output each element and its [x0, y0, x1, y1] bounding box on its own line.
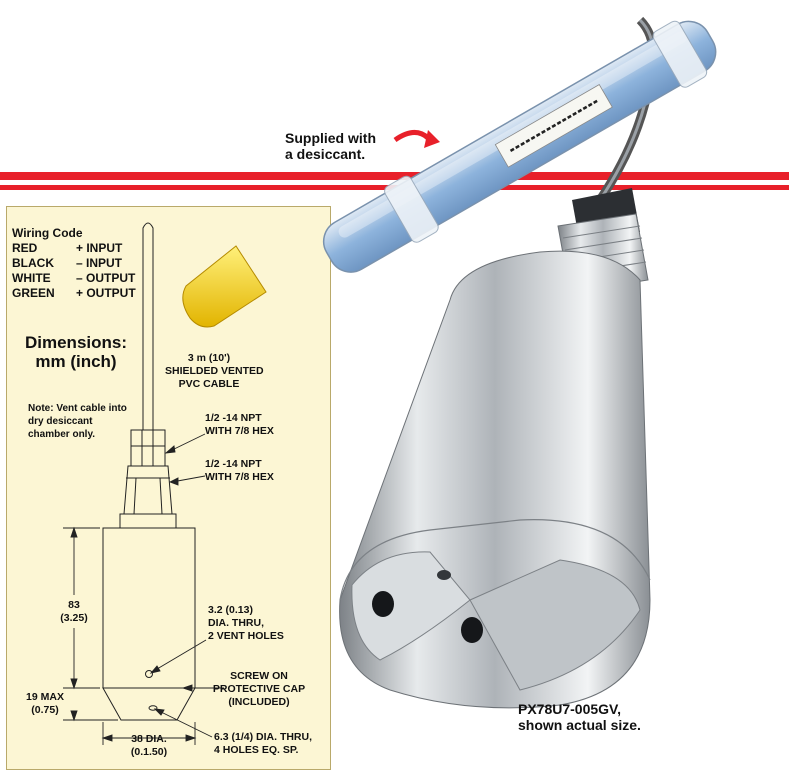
- sensor-outline: [102, 222, 196, 721]
- cap-label: SCREW ON PROTECTIVE CAP (INCLUDED): [212, 670, 306, 708]
- red-stripe-top: [0, 172, 789, 180]
- length-dimension: 83 (3.25): [60, 599, 88, 624]
- npt-label-upper: 1/2 -14 NPT WITH 7/8 HEX: [205, 412, 274, 437]
- wiring-title: Wiring Code: [12, 226, 83, 240]
- wiring-row: WHITE– OUTPUT: [12, 271, 136, 285]
- desiccant-callout: Supplied with a desiccant.: [285, 130, 376, 162]
- vent-hole: [145, 670, 153, 678]
- photo-vent-hole-1: [372, 591, 394, 617]
- wiring-row: RED+ INPUT: [12, 241, 123, 255]
- wiring-row: BLACK– INPUT: [12, 256, 123, 270]
- dimensions-title: Dimensions: mm (inch): [24, 333, 128, 371]
- vent-note: Note: Vent cable into dry desiccant cham…: [28, 403, 127, 440]
- protective-cap: [102, 687, 196, 721]
- cable-line: [142, 222, 154, 430]
- wiring-code: Wiring Code RED+ INPUT BLACK– INPUT WHIT…: [12, 226, 136, 301]
- photo-vent-hole-2: [461, 617, 483, 643]
- desiccant-arrow: [393, 130, 430, 143]
- yellow-cap: [182, 245, 267, 328]
- wiring-row: GREEN+ OUTPUT: [12, 286, 136, 300]
- diameter-dimension: 38 DIA. (0.1.50): [130, 733, 168, 758]
- dimension-lines: [63, 526, 197, 745]
- dimension-panel: [6, 206, 331, 770]
- cap-height-dimension: 19 MAX (0.75): [26, 691, 64, 716]
- model-callout: PX78U7-005GV, shown actual size.: [518, 701, 641, 733]
- leader-lines: [149, 433, 224, 738]
- upper-hex-fitting: [130, 429, 166, 467]
- lower-hex-fitting: [123, 465, 173, 515]
- sensor-body: [102, 527, 196, 689]
- cable-label: 3 m (10') SHIELDED VENTED PVC CABLE: [165, 352, 264, 390]
- vent-holes-label: 3.2 (0.13) DIA. THRU, 2 VENT HOLES: [208, 604, 284, 642]
- desiccant-tube: [322, 20, 717, 273]
- mounting-holes-label: 6.3 (1/4) DIA. THRU, 4 HOLES EQ. SP.: [214, 731, 313, 756]
- npt-label-lower: 1/2 -14 NPT WITH 7/8 HEX: [205, 458, 274, 483]
